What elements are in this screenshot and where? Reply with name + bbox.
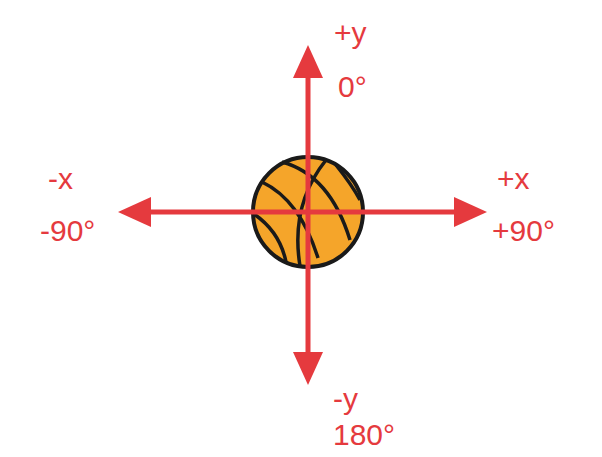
axis-label: +x: [497, 164, 530, 194]
arrowhead: [293, 45, 323, 78]
axis-label: 0°: [338, 72, 367, 102]
arrowhead: [293, 352, 323, 385]
axis-label: -y: [333, 384, 358, 414]
ball-seam: [336, 165, 360, 200]
y-axis-line: [306, 74, 311, 356]
arrowhead: [454, 197, 487, 227]
arrowhead: [118, 197, 151, 227]
axis-label: -90°: [40, 216, 95, 246]
ball-seam: [254, 214, 286, 262]
axis-label: -x: [48, 164, 73, 194]
axis-arrows: [118, 45, 487, 385]
x-axis-line: [146, 210, 459, 215]
axis-label: +y: [334, 18, 367, 48]
axis-label: 180°: [333, 420, 395, 450]
axis-label: +90°: [492, 216, 555, 246]
